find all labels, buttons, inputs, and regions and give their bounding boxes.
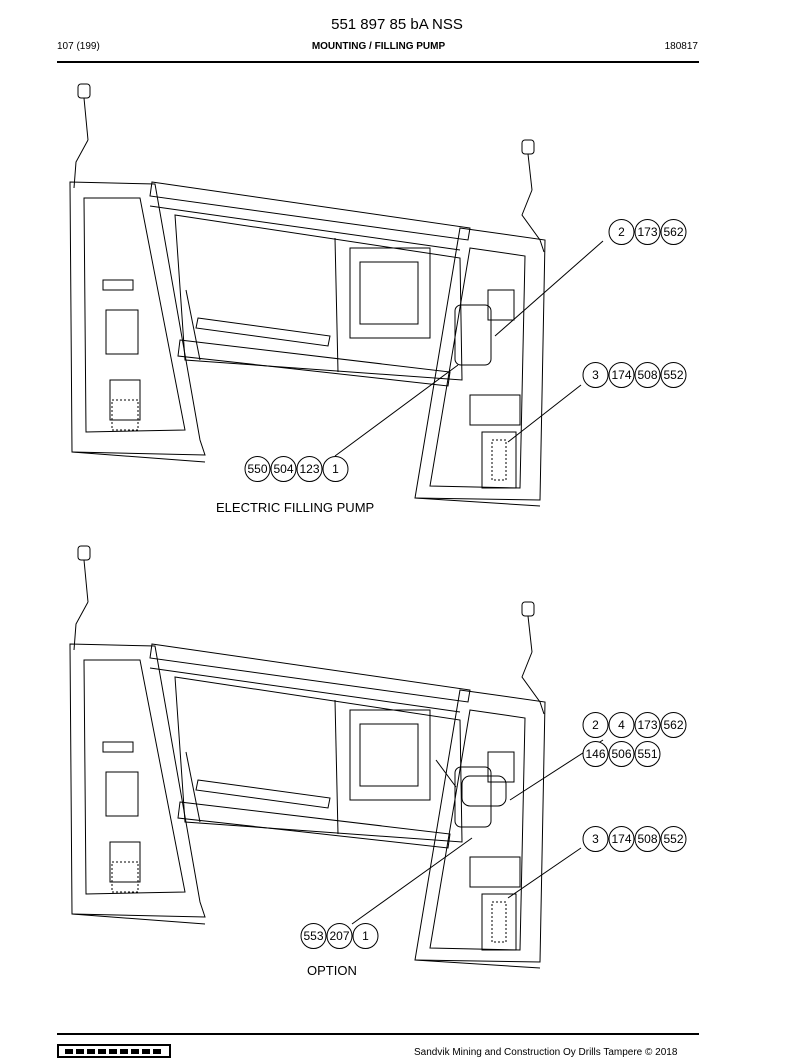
document-date: 180817 bbox=[664, 41, 698, 52]
callout-balloon bbox=[634, 826, 661, 852]
callout-number: 551 bbox=[637, 747, 657, 761]
callout-number: 550 bbox=[247, 462, 267, 476]
callout-balloon bbox=[608, 741, 635, 767]
callout-balloon bbox=[634, 741, 661, 767]
callout-balloon bbox=[608, 362, 635, 388]
callout-number: 562 bbox=[663, 225, 683, 239]
callout-balloon bbox=[608, 826, 635, 852]
callout-number: 2 bbox=[592, 718, 599, 732]
footer-rule bbox=[57, 1033, 699, 1035]
callout-balloon bbox=[660, 219, 687, 245]
company-logo bbox=[57, 1044, 171, 1058]
section-title: MOUNTING / FILLING PUMP bbox=[311, 41, 446, 52]
callout-number: 2 bbox=[618, 225, 625, 239]
callouts: 2 173 562 3 174 508 552 550 504 123 1 2 4 173 562 146 50… bbox=[244, 219, 687, 949]
callout-number: 562 bbox=[663, 718, 683, 732]
callout-balloon bbox=[634, 219, 661, 245]
page-number: 107 (199) bbox=[57, 41, 100, 52]
callout-balloon bbox=[582, 362, 609, 388]
drawing-electric-filling-pump bbox=[69, 83, 604, 507]
callout-balloon bbox=[322, 456, 349, 482]
callout-number: 174 bbox=[611, 832, 631, 846]
callout-balloon bbox=[352, 923, 379, 949]
figure-caption-option: OPTION bbox=[307, 963, 357, 978]
header-rule bbox=[57, 61, 699, 63]
callout-number: 173 bbox=[637, 718, 657, 732]
callout-number: 506 bbox=[611, 747, 631, 761]
callout-number: 1 bbox=[362, 929, 369, 943]
callout-number: 123 bbox=[299, 462, 319, 476]
callout-number: 552 bbox=[663, 368, 683, 382]
callout-number: 146 bbox=[585, 747, 605, 761]
callout-balloon bbox=[582, 741, 609, 767]
callout-balloon bbox=[326, 923, 353, 949]
callout-balloon bbox=[582, 712, 609, 738]
callout-number: 174 bbox=[611, 368, 631, 382]
callout-number: 3 bbox=[592, 832, 599, 846]
callout-balloon bbox=[660, 826, 687, 852]
callout-number: 173 bbox=[637, 225, 657, 239]
callout-balloon bbox=[300, 923, 327, 949]
document-number: 551 897 85 bA NSS bbox=[331, 16, 463, 33]
callout-number: 553 bbox=[303, 929, 323, 943]
callout-number: 508 bbox=[637, 832, 657, 846]
callout-balloon bbox=[582, 826, 609, 852]
callout-number: 1 bbox=[332, 462, 339, 476]
callout-number: 4 bbox=[618, 718, 625, 732]
figure-caption-electric: ELECTRIC FILLING PUMP bbox=[216, 500, 375, 515]
callout-number: 552 bbox=[663, 832, 683, 846]
callout-number: 207 bbox=[329, 929, 349, 943]
callout-number: 508 bbox=[637, 368, 657, 382]
callout-balloon bbox=[660, 712, 687, 738]
callout-balloon bbox=[608, 712, 635, 738]
callout-balloon bbox=[634, 712, 661, 738]
callout-balloon bbox=[634, 362, 661, 388]
callout-number: 504 bbox=[273, 462, 293, 476]
callout-balloon bbox=[660, 362, 687, 388]
callout-balloon bbox=[608, 219, 635, 245]
callout-balloon bbox=[244, 456, 271, 482]
callout-balloon bbox=[270, 456, 297, 482]
drawing-option bbox=[69, 545, 604, 969]
callout-number: 3 bbox=[592, 368, 599, 382]
callout-balloon bbox=[296, 456, 323, 482]
